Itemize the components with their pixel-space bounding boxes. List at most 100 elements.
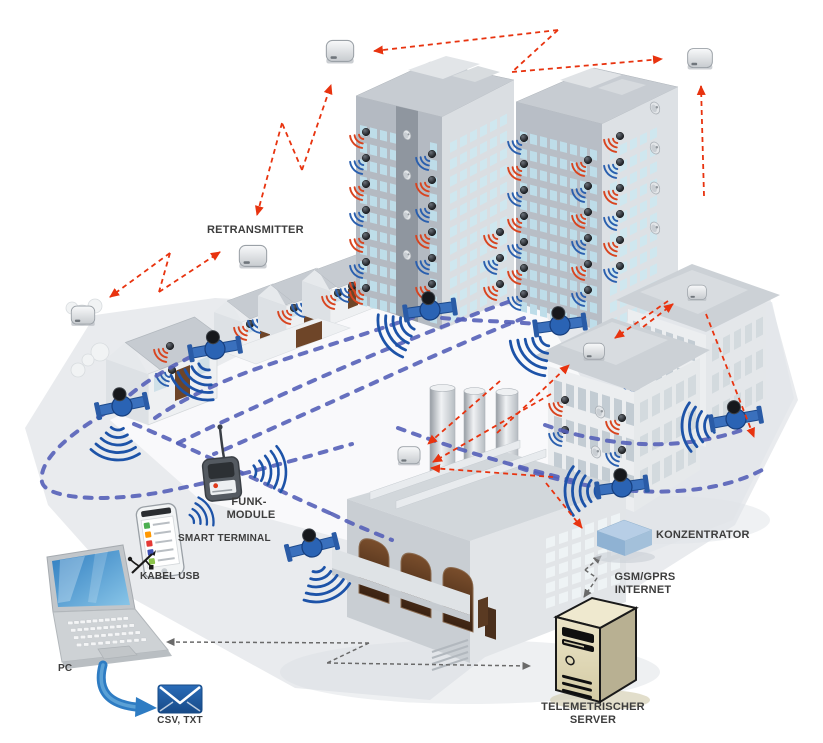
laptop-key [122,624,128,628]
telemetric-server-label-2: SERVER [570,714,616,726]
wifi-arcs-icon [492,285,499,292]
garage-door [296,321,322,348]
window [380,180,387,193]
laptop-key [92,619,98,623]
red-dashed-arrow-icon [511,29,559,73]
gray-dashed-arrow-icon [166,638,370,647]
window [559,531,568,545]
window [756,380,763,403]
window [390,217,397,230]
laptop-key [140,637,147,642]
window [630,221,637,236]
wifi-arcs-icon [511,192,522,203]
concentrator-front [597,531,625,556]
apartment-meter-icon [584,233,593,242]
window [640,251,647,265]
window [380,282,387,295]
wifi-arcs-icon [507,192,522,207]
blue-dashed-line-icon [120,348,207,404]
funk-module-body-g [201,456,243,502]
wifi-arcs-icon [688,405,699,449]
window [570,262,577,275]
window [572,556,581,570]
satellite-dish-icon [402,209,412,221]
window [590,267,597,280]
window [610,180,617,195]
laptop-key [83,627,89,632]
window [723,334,730,356]
wifi-arcs-icon [483,260,498,275]
window [380,146,387,159]
wifi-arcs-icon [516,338,548,370]
satellite-dish-icon [649,101,661,115]
wifi-arcs-icon [607,242,618,253]
window [460,168,467,182]
window [460,134,467,148]
concentrator-device [595,519,655,563]
factory-stairs [431,639,469,653]
window [430,261,437,273]
wifi-arcs-icon [275,445,288,494]
wifi-arcs-icon [321,295,336,310]
export-arrow-icon [99,663,138,709]
window [470,146,477,160]
window [450,173,457,187]
usb-cable-icon [149,565,154,570]
window [390,132,397,145]
wifi-arcs-icon [258,459,265,483]
wifi-arcs-icon [415,182,430,197]
satellite-dish-icon [402,249,412,261]
window-grid [360,124,437,324]
window [723,366,730,388]
export-arrow-icon [96,660,157,717]
laptop-key [112,640,118,644]
gray-data-links [166,555,602,670]
wifi-arcs-icon [424,285,431,292]
water-meter-flange [594,481,602,500]
water-meter-flange [93,402,103,421]
laptop-key [121,631,127,636]
blue-dashed-line-icon [212,316,526,456]
wifi-arcs-icon [511,296,522,307]
factory-chimney-top [463,387,486,395]
wifi-arcs-icon [609,420,620,431]
laptop-device [46,544,172,669]
window [480,225,487,240]
gray-dashed-arrow-icon [326,642,370,664]
window [500,113,507,128]
export-arrow-icon [135,697,157,717]
window [480,123,487,138]
satellite-dish-icon [655,226,659,229]
satellite-dish-icon [407,173,410,176]
water-meter-flange [235,335,243,354]
concentrator-side [625,530,652,556]
red-dashed-arrow-icon [496,364,570,434]
wifi-arcs-icon [419,156,430,167]
window [664,420,672,445]
wifi-arcs-icon [415,260,430,275]
laptop-key [90,641,97,646]
window [598,577,607,591]
wifi-arcs-icon [571,266,586,281]
water-meter-register [112,387,127,402]
wifi-arcs-icon [415,234,430,249]
laptop-key [97,641,104,646]
window [450,241,457,255]
window [460,270,467,284]
laptop-key [79,620,86,624]
wifi-arcs-icon [609,452,620,463]
wifi-arcs-icon [353,134,364,145]
factory-stairs [431,645,469,659]
wifi-arcs-icon [516,269,523,276]
window [550,138,557,151]
window [500,215,507,230]
smartphone-app-icon [146,540,153,547]
wifi-arcs-icon [603,268,618,283]
window [460,151,467,165]
tree-icon [70,362,86,378]
server-front-details [562,626,594,699]
laptop-key [76,627,83,632]
blue-dashed-line-icon [396,426,577,483]
satellite-dish-icon [407,213,410,216]
factory-dock [332,548,470,615]
